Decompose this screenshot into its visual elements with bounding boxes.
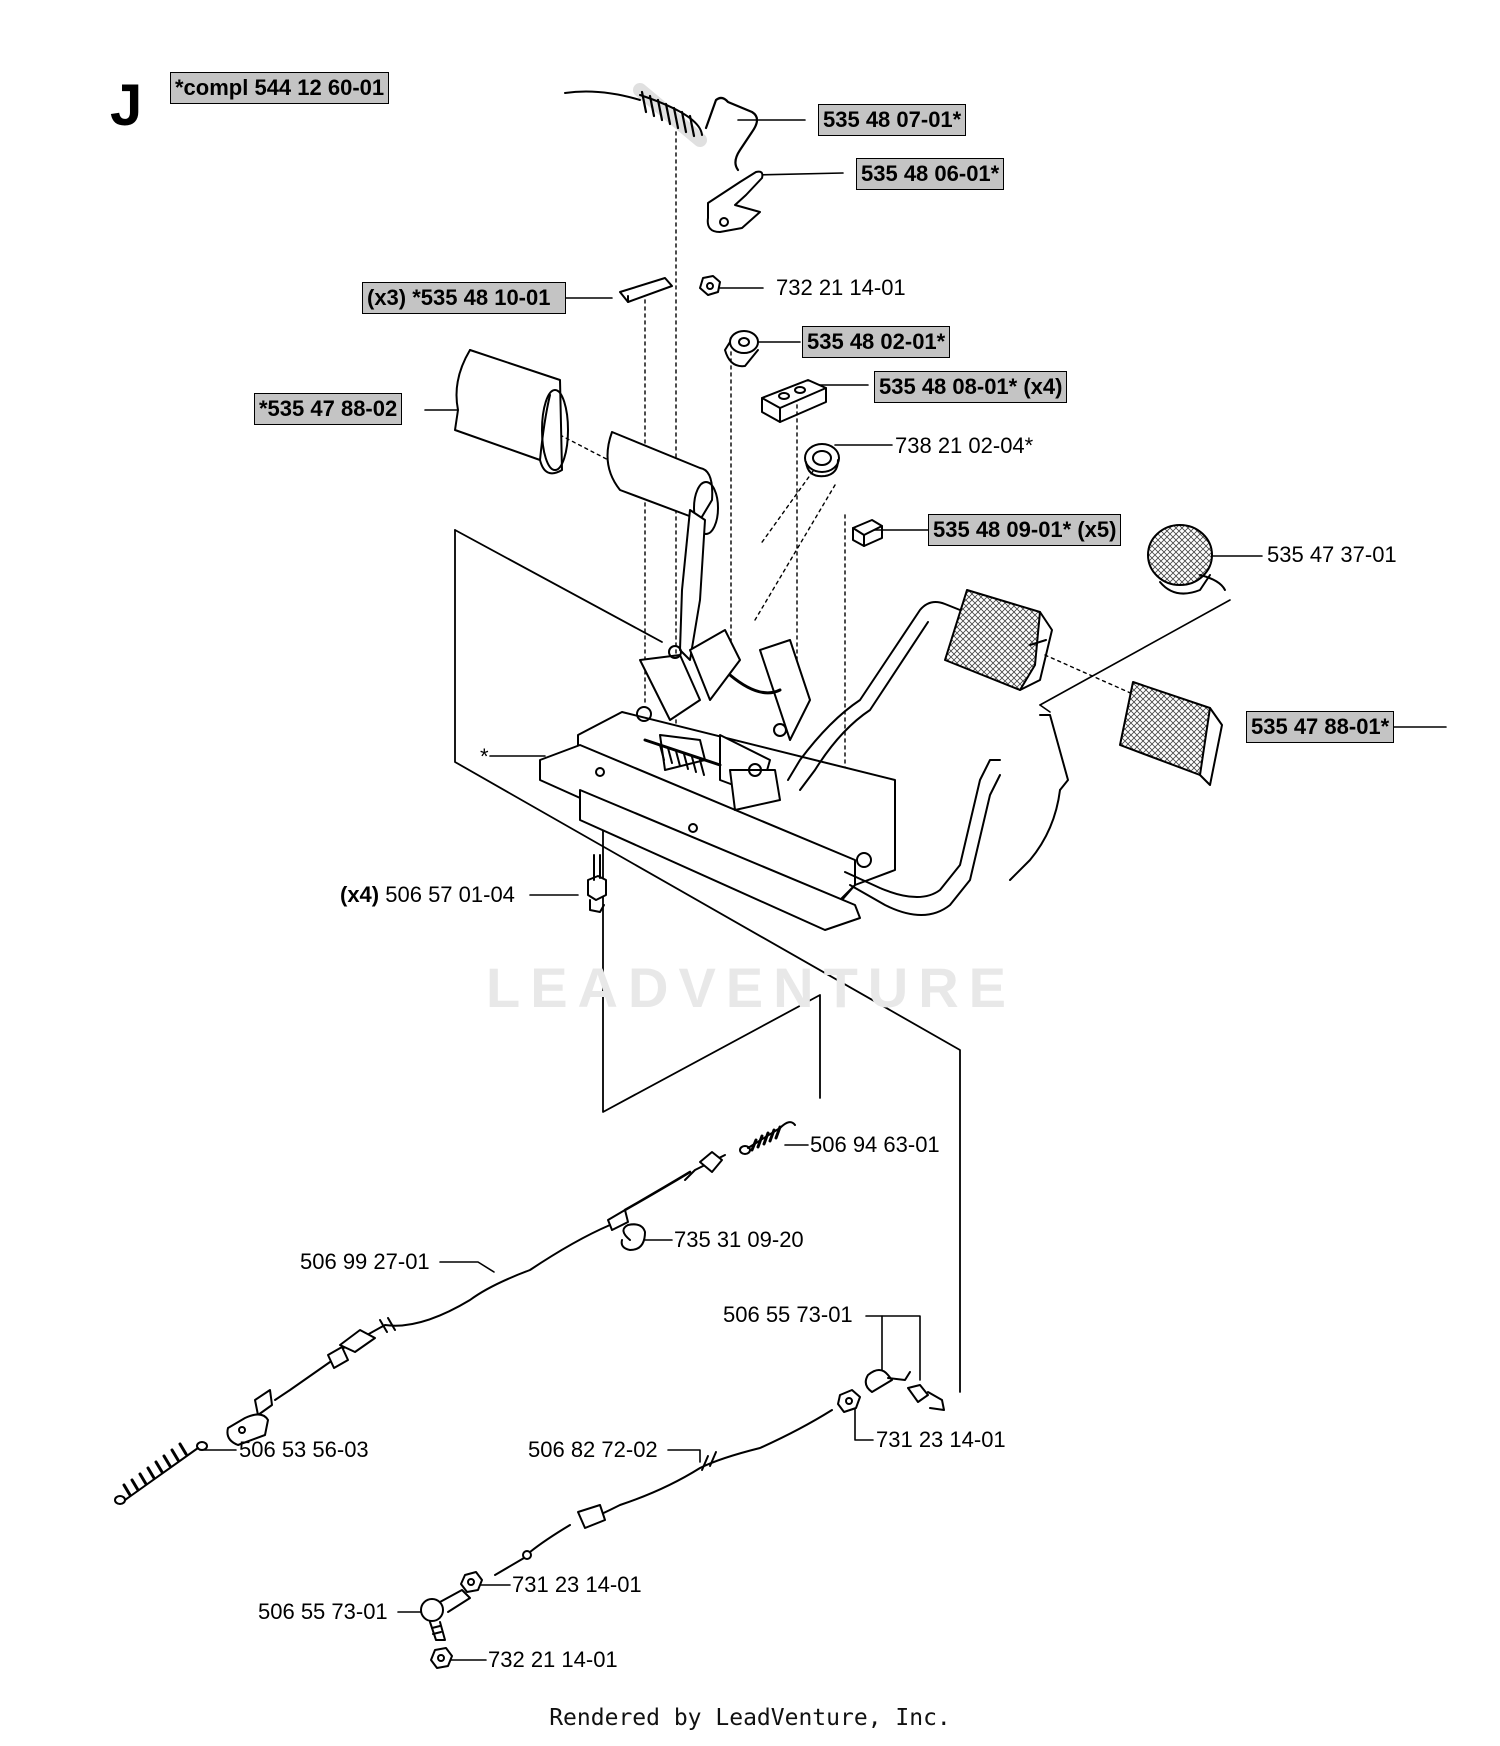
part-label-535-48-08-01[interactable]: 535 48 08-01* (x4) (874, 371, 1068, 403)
part-label-asterisk[interactable]: * (480, 744, 489, 769)
hex-nut-top (699, 275, 721, 296)
part-label-738-21-02-04[interactable]: 738 21 02-04* (895, 433, 1034, 458)
extension-spring-upper (739, 1121, 796, 1155)
part-label-731-23-14-01-right[interactable]: 731 23 14-01 (876, 1427, 1006, 1452)
part-qty: (x3) (367, 285, 407, 310)
part-number: 506 57 01-04 (385, 882, 515, 907)
bearing (804, 443, 840, 478)
hex-bolt (587, 854, 607, 913)
part-label-535-47-88-01[interactable]: 535 47 88-01* (1246, 711, 1395, 743)
part-label-535-48-10-01[interactable]: (x3) *535 48 10-01 (362, 282, 566, 314)
throttle-cable (226, 1151, 726, 1446)
hex-nut-right (837, 1389, 861, 1413)
part-label-535-48-07-01[interactable]: 535 48 07-01* (818, 104, 967, 136)
part-label-506-99-27-01[interactable]: 506 99 27-01 (300, 1249, 430, 1274)
hex-nut-bottom (430, 1647, 453, 1669)
spacer-block (761, 379, 827, 423)
clip (852, 519, 883, 547)
part-label-731-23-14-01-mid[interactable]: 731 23 14-01 (512, 1572, 642, 1597)
part-number: *535 48 10-01 (412, 285, 551, 310)
bracket-plate (706, 170, 764, 233)
part-label-506-55-73-01-right[interactable]: 506 55 73-01 (723, 1302, 853, 1327)
kit-label: *compl 544 12 60-01 (170, 72, 390, 104)
pedal-sleeve-upper (454, 349, 569, 475)
part-qty: (x4) (340, 882, 380, 907)
part-label-732-21-14-01-bottom[interactable]: 732 21 14-01 (488, 1647, 618, 1672)
part-label-535-47-37-01[interactable]: 535 47 37-01 (1267, 542, 1397, 567)
part-label-732-21-14-01-top[interactable]: 732 21 14-01 (776, 275, 906, 300)
watermark: LEADVENTURE (486, 956, 1017, 1019)
clip-ring (620, 1223, 646, 1251)
pedal-bracket-assembly (539, 509, 1231, 931)
part-label-535-48-02-01[interactable]: 535 48 02-01* (802, 326, 951, 358)
shim-plate (619, 277, 673, 303)
footer-credit: Rendered by LeadVenture, Inc. (549, 1705, 951, 1731)
part-label-506-57-01-04[interactable]: (x4) 506 57 01-04 (340, 880, 515, 910)
bushing (724, 330, 759, 368)
ball-joint-left (420, 1589, 471, 1641)
section-letter: J (110, 73, 143, 138)
frame-lines (454, 529, 961, 1393)
hex-nut-mid (460, 1571, 483, 1593)
part-label-506-53-56-03[interactable]: 506 53 56-03 (239, 1437, 369, 1462)
part-label-506-94-63-01[interactable]: 506 94 63-01 (810, 1132, 940, 1157)
extension-spring-lower (114, 1441, 208, 1505)
part-label-735-31-09-20[interactable]: 735 31 09-20 (674, 1227, 804, 1252)
pedal-pad-right-upper (944, 589, 1053, 691)
part-label-506-55-73-01-left[interactable]: 506 55 73-01 (258, 1599, 388, 1624)
ball-joint-right (864, 1369, 945, 1411)
part-label-535-48-09-01[interactable]: 535 48 09-01* (x5) (928, 514, 1122, 546)
choke-cable (494, 1409, 833, 1576)
pedal-knob (1147, 524, 1226, 595)
torsion-spring (564, 83, 759, 172)
part-label-535-47-88-02[interactable]: *535 47 88-02 (254, 393, 403, 425)
part-label-535-48-06-01[interactable]: 535 48 06-01* (856, 158, 1005, 190)
part-label-506-82-72-02[interactable]: 506 82 72-02 (528, 1437, 658, 1462)
pedal-pad-right-lower (1119, 681, 1223, 786)
